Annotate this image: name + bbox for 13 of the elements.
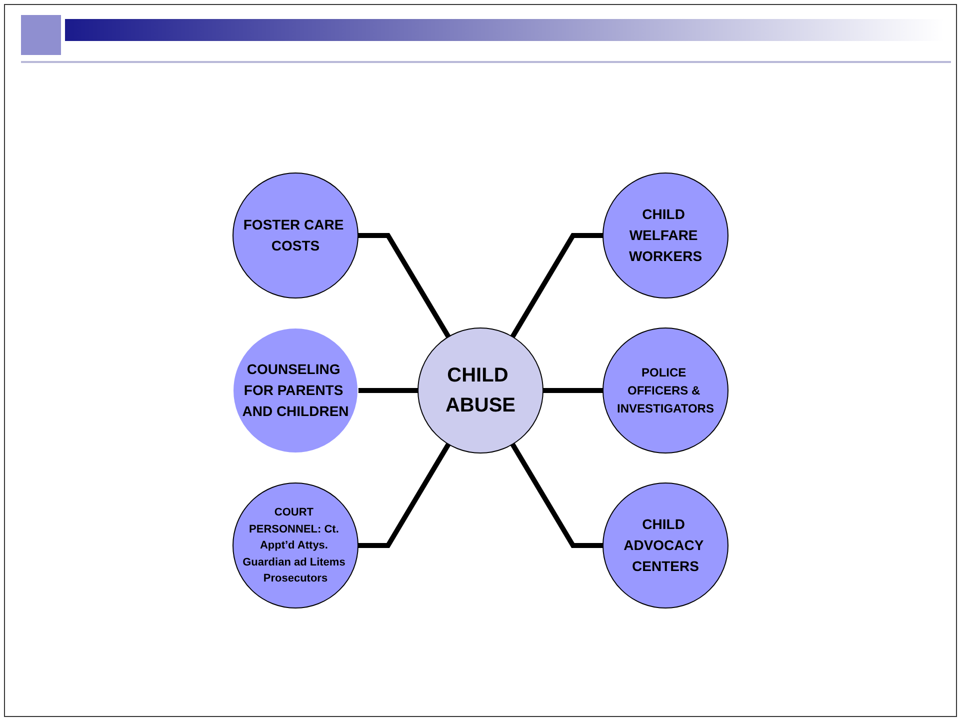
node-circle: CHILD ABUSE bbox=[417, 327, 543, 453]
connector bbox=[358, 442, 450, 548]
node-circle: CHILD ADVOCACY CENTERS bbox=[602, 482, 728, 608]
connector bbox=[358, 232, 450, 338]
connector bbox=[358, 388, 418, 392]
connector bbox=[510, 442, 602, 548]
node-circle: POLICE OFFICERS & INVESTIGATORS bbox=[602, 327, 728, 453]
connector bbox=[542, 388, 602, 392]
node-circle: FOSTER CARE COSTS bbox=[232, 172, 358, 298]
node-circle: COURT PERSONNEL: Ct. Appt’d Attys. Guardian ad Litems Prosecutors bbox=[232, 482, 358, 608]
connector bbox=[510, 232, 602, 338]
node-circle: CHILD WELFARE WORKERS bbox=[602, 172, 728, 298]
node-circle: COUNSELING FOR PARENTS AND CHILDREN bbox=[232, 327, 358, 453]
